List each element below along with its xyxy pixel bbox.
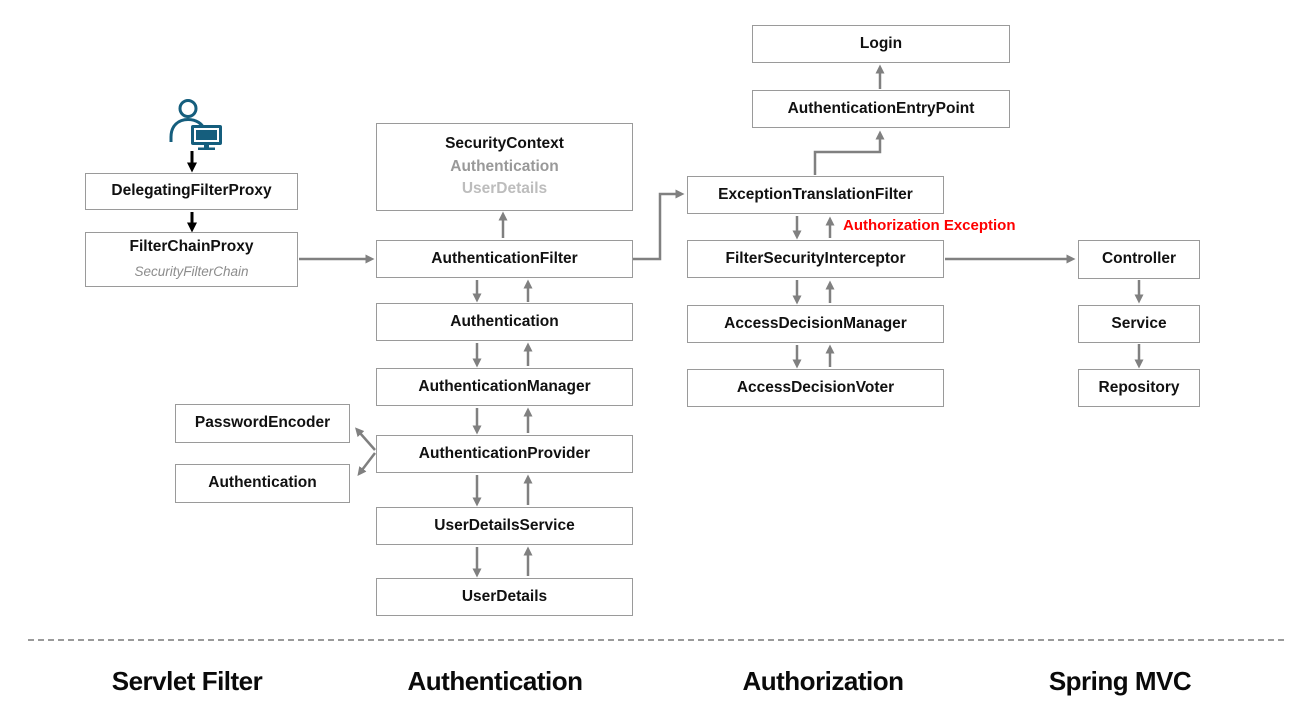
authorization-exception-label: Authorization Exception bbox=[843, 217, 1016, 234]
node-label: AccessDecisionVoter bbox=[736, 378, 895, 396]
node-controller: Controller bbox=[1078, 240, 1200, 279]
node-label: AuthenticationProvider bbox=[418, 444, 591, 462]
node-authentication: Authentication bbox=[376, 303, 633, 341]
arrow-provider-to-passwordencoder bbox=[355, 427, 376, 451]
node-filter-chain-proxy: FilterChainProxy SecurityFilterChain bbox=[85, 232, 298, 287]
section-label-spring-mvc: Spring MVC bbox=[1048, 666, 1192, 696]
section-label-authorization: Authorization bbox=[742, 666, 904, 696]
arrow-etf-to-authenticationentrypoint bbox=[813, 130, 885, 175]
node-service: Service bbox=[1078, 305, 1200, 343]
node-user-details-service: UserDetailsService bbox=[376, 507, 633, 545]
node-exception-translation-filter: ExceptionTranslationFilter bbox=[687, 176, 944, 214]
node-label: Authentication bbox=[450, 312, 559, 330]
node-authentication-side: Authentication bbox=[175, 464, 350, 503]
node-login: Login bbox=[752, 25, 1010, 63]
node-label: Authentication bbox=[208, 474, 317, 492]
arrow-authenticationfilter-to-exceptiontranslationfilter bbox=[633, 189, 685, 261]
node-label: UserDetails bbox=[461, 587, 548, 605]
node-label-authentication: Authentication bbox=[450, 157, 559, 175]
node-authentication-provider: AuthenticationProvider bbox=[376, 435, 633, 473]
node-user-details: UserDetails bbox=[376, 578, 633, 616]
node-label: Controller bbox=[1101, 250, 1177, 268]
arrow-provider-to-authentication-side bbox=[357, 452, 376, 476]
node-access-decision-manager: AccessDecisionManager bbox=[687, 305, 944, 343]
node-authentication-filter: AuthenticationFilter bbox=[376, 240, 633, 278]
node-security-context: SecurityContext Authentication UserDetai… bbox=[376, 123, 633, 211]
node-label: AuthenticationManager bbox=[418, 377, 591, 395]
user-with-monitor-icon bbox=[166, 98, 224, 150]
node-label: AccessDecisionManager bbox=[724, 314, 907, 332]
node-label: UserDetailsService bbox=[434, 516, 575, 534]
node-label: AuthenticationFilter bbox=[431, 249, 578, 267]
node-label: FilterChainProxy bbox=[129, 238, 254, 256]
node-label: Repository bbox=[1098, 378, 1180, 396]
node-label-userdetails: UserDetails bbox=[461, 180, 548, 198]
node-authentication-manager: AuthenticationManager bbox=[376, 368, 633, 406]
node-repository: Repository bbox=[1078, 369, 1200, 407]
node-label: PasswordEncoder bbox=[194, 414, 331, 432]
node-sublabel: SecurityFilterChain bbox=[134, 264, 249, 280]
node-label: ExceptionTranslationFilter bbox=[718, 185, 913, 203]
section-label-servlet-filter: Servlet Filter bbox=[111, 666, 263, 696]
node-access-decision-voter: AccessDecisionVoter bbox=[687, 369, 944, 407]
node-label: FilterSecurityInterceptor bbox=[725, 249, 906, 267]
node-label: Service bbox=[1111, 314, 1167, 332]
node-label: AuthenticationEntryPoint bbox=[787, 99, 975, 117]
section-separator-dashed-line bbox=[28, 639, 1284, 641]
node-authentication-entry-point: AuthenticationEntryPoint bbox=[752, 90, 1010, 128]
node-label: Login bbox=[859, 34, 903, 52]
node-password-encoder: PasswordEncoder bbox=[175, 404, 350, 443]
section-label-authentication: Authentication bbox=[407, 666, 584, 696]
node-label: DelegatingFilterProxy bbox=[111, 182, 272, 200]
node-delegating-filter-proxy: DelegatingFilterProxy bbox=[85, 173, 298, 210]
node-filter-security-interceptor: FilterSecurityInterceptor bbox=[687, 240, 944, 278]
node-label: SecurityContext bbox=[445, 135, 564, 153]
